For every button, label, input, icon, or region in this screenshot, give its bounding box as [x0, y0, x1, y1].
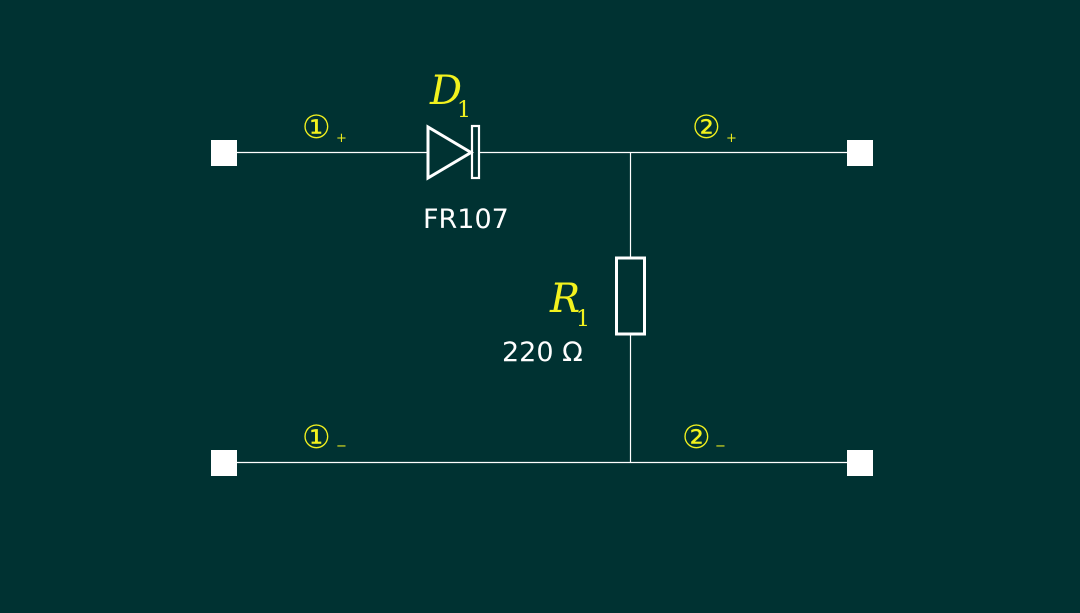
- port-2-minus-symbol: ②: [682, 418, 711, 456]
- port-2-plus-symbol: ②: [692, 108, 721, 146]
- resistor-value: 220 Ω: [502, 337, 583, 368]
- diode-cathode-bar: [470, 124, 481, 180]
- resistor-designator: R: [549, 276, 580, 322]
- port-1-minus-sign: −: [336, 439, 347, 454]
- diode-symbol[interactable]: [426, 124, 481, 181]
- terminal-1-minus[interactable]: [211, 450, 237, 476]
- port-1-plus-sign: +: [336, 131, 347, 146]
- port-2-minus-sign: −: [715, 439, 726, 454]
- diode-designator: D: [429, 68, 462, 114]
- resistor-symbol[interactable]: [615, 256, 646, 336]
- port-1-plus-symbol: ①: [302, 108, 331, 146]
- terminal-2-plus[interactable]: [847, 140, 873, 166]
- port-2-plus-sign: +: [726, 131, 737, 146]
- diode-part-number: FR107: [423, 204, 509, 235]
- resistor-subscript: 1: [576, 307, 590, 332]
- diode-triangle: [426, 124, 474, 181]
- diode-subscript: 1: [457, 98, 471, 123]
- terminal-1-plus[interactable]: [211, 140, 237, 166]
- port-1-minus-symbol: ①: [302, 418, 331, 456]
- terminal-2-minus[interactable]: [847, 450, 873, 476]
